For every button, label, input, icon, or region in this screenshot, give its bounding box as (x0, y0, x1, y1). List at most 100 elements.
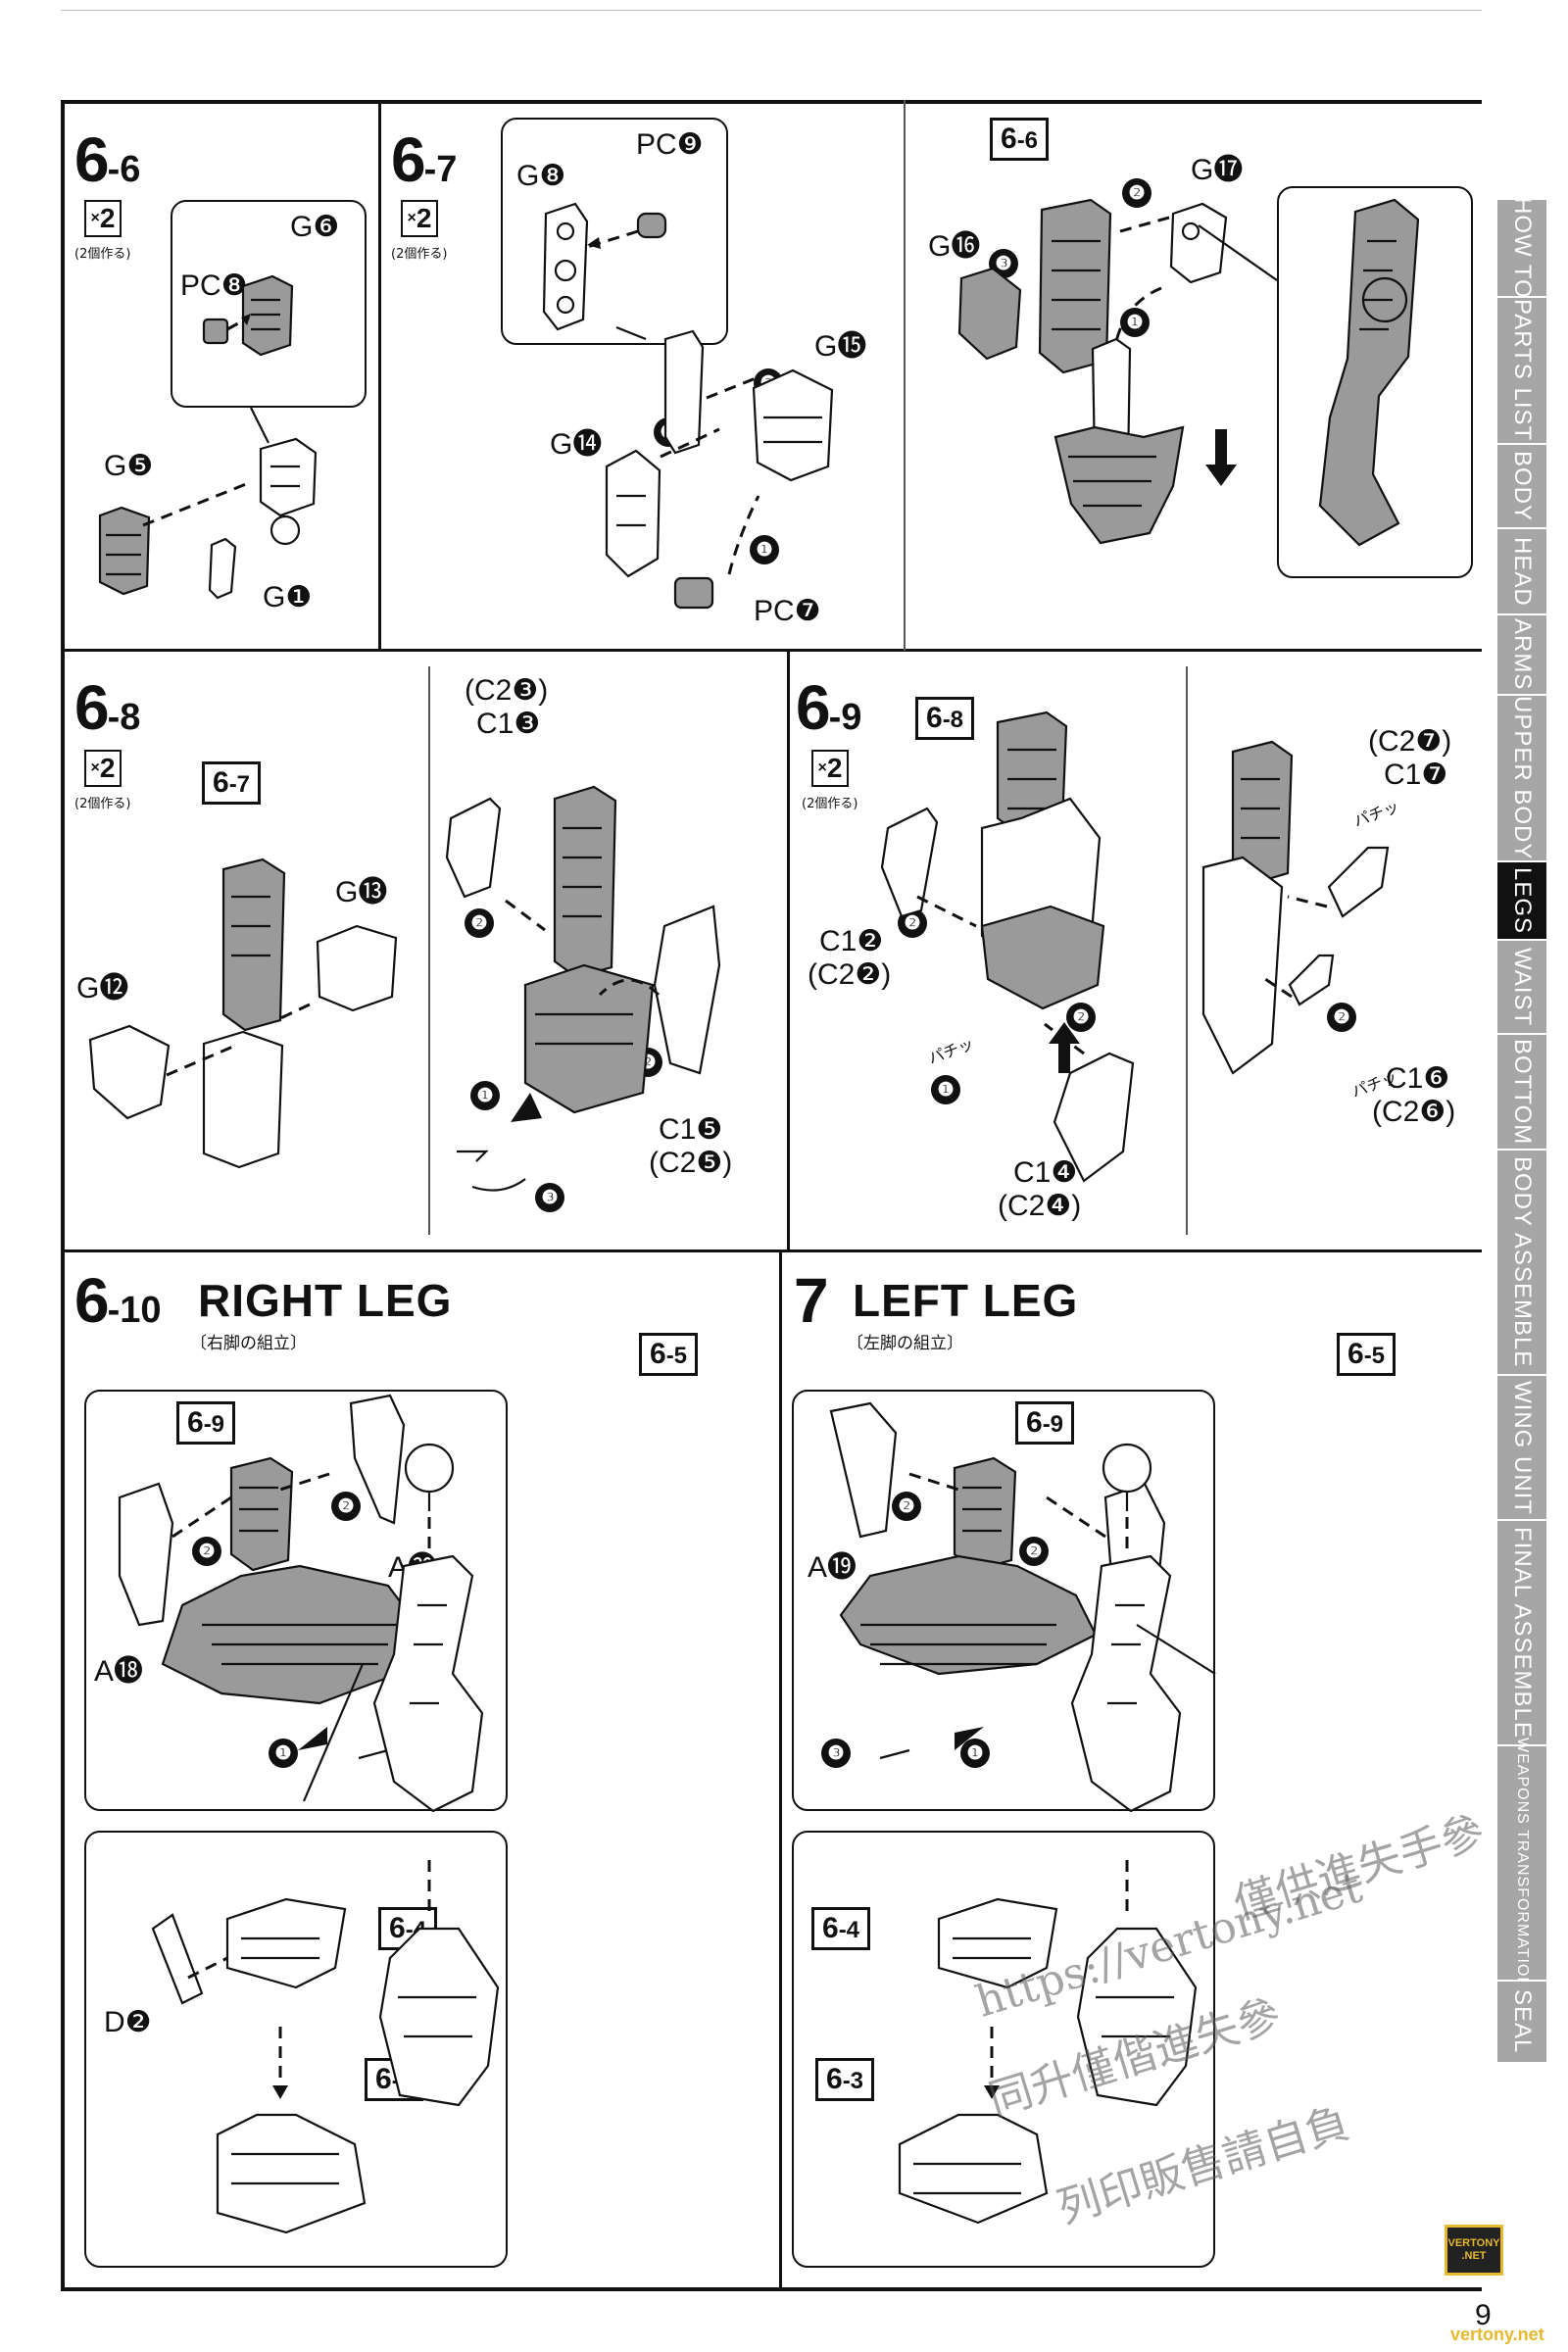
qty-times: × (407, 210, 416, 226)
order-mark-2c: ❷ (1327, 1003, 1356, 1032)
qty-times: × (817, 760, 827, 776)
order-mark-3: ❸ (821, 1739, 851, 1768)
frame-top (61, 100, 1482, 104)
qty-times: × (90, 760, 100, 776)
order-mark-1: ❶ (1120, 308, 1150, 337)
order-mark-2b: ❷ (1019, 1537, 1049, 1566)
tab-label: LEGS (1509, 866, 1536, 935)
tab-head[interactable]: HEAD (1497, 529, 1546, 615)
step-number: 7 (794, 1264, 829, 1337)
ref-minor: -3 (842, 2068, 864, 2094)
order-mark-2a: ❷ (892, 1492, 921, 1521)
part-g6: G❻ (290, 211, 340, 243)
ref-6-5: 6-5 (639, 1333, 699, 1376)
order-mark-2: ❷ (1122, 178, 1152, 208)
ref-major: 6 (650, 1338, 666, 1370)
tab-label: PARTS LIST (1509, 299, 1536, 442)
qty-count: 2 (416, 203, 432, 233)
tab-label: UPPER BODY (1509, 696, 1536, 860)
step-subtitle: 〔左脚の組立〕 (847, 1334, 963, 1353)
part-g8: G❽ (516, 160, 566, 192)
step-minor: -10 (107, 1290, 162, 1331)
parts-illustration (880, 710, 1390, 1183)
tab-legs[interactable]: LEGS (1497, 862, 1546, 941)
tab-wing-unit[interactable]: WING UNIT (1497, 1376, 1546, 1521)
part-c25: (C2❺) (649, 1147, 733, 1179)
tab-bottom[interactable]: BOTTOM (1497, 1035, 1546, 1151)
step-major: 6 (74, 1265, 110, 1336)
part-g17: G⓱ (1191, 154, 1244, 186)
quantity-badge: ×2 (811, 750, 849, 787)
tab-waist[interactable]: WAIST (1497, 941, 1546, 1035)
section-tabs: HOW TO PARTS LIST BODY HEAD ARMS UPPER B… (1497, 197, 1546, 2064)
quantity-badge: ×2 (84, 200, 122, 237)
watermark-badge-line2: .NET (1461, 2250, 1487, 2262)
step-6-7-panel: 6-7 ×2 (2個作る) G❽ PC❾ G⓯ G⓮ PC❼ ❸ ❷ ❶ (381, 104, 904, 649)
step-number: 6-8 (74, 671, 140, 744)
step-6-6-panel: 6-6 ×2 (2個作る) G❻ PC❽ G❺ G❶ (65, 104, 378, 649)
tab-weapons-transformation[interactable]: WEAPONS TRANSFORMATION (1497, 1738, 1546, 1989)
part-d2: D❷ (104, 2006, 152, 2038)
order-mark-3: ❸ (535, 1183, 564, 1212)
ref-major: 6 (1001, 122, 1017, 155)
tab-parts-list[interactable]: PARTS LIST (1497, 298, 1546, 445)
tab-body[interactable]: BODY (1497, 445, 1546, 529)
frame-left (61, 100, 65, 2291)
step-title: LEFT LEG (853, 1275, 1079, 1326)
qty-count: 2 (826, 753, 843, 783)
step-major: 6 (391, 124, 426, 195)
part-g14: G⓮ (550, 428, 603, 461)
tab-label: BOTTOM (1509, 1038, 1536, 1146)
top-rule (61, 10, 1482, 11)
order-mark-1: ❶ (750, 535, 779, 564)
parts-illustration (118, 1394, 500, 2234)
part-c16: C1❻ (1386, 1062, 1450, 1095)
quantity-note: (2個作る) (802, 797, 858, 811)
step-title: RIGHT LEG (198, 1275, 453, 1326)
order-mark-2a: ❷ (465, 908, 494, 938)
part-c26: (C2❻) (1372, 1096, 1456, 1128)
ref-minor: -5 (1363, 1343, 1386, 1369)
ref-major: 6 (213, 766, 229, 799)
tab-body-assemble[interactable]: BODY ASSEMBLE (1497, 1151, 1546, 1376)
ref-major: 6 (389, 1912, 406, 1944)
ref-major: 6 (826, 2063, 843, 2095)
tab-how-to[interactable]: HOW TO (1497, 197, 1546, 299)
step-6-10-panel: 6-10 RIGHT LEG 〔右脚の組立〕 6-5 6-9 A⓴ A⓲ ❷ ❷… (65, 1252, 779, 2287)
part-g13: G⓭ (335, 876, 388, 908)
step-6-8-panel: 6-8 ×2 (2個作る) 6-7 G⓭ G⓬ (C2❸) C1❸ C1❺ (C… (65, 652, 787, 1250)
tab-upper-body[interactable]: UPPER BODY (1497, 696, 1546, 862)
row2-divider (61, 1250, 1482, 1252)
ref-minor: -5 (665, 1343, 688, 1369)
col-divider-r1b (904, 100, 906, 651)
page-number: 9 (1475, 2299, 1492, 2331)
tab-seal[interactable]: SEAL (1497, 1982, 1546, 2064)
tab-label: BODY ASSEMBLE (1509, 1156, 1536, 1368)
tab-label: SEAL (1509, 1989, 1536, 2054)
part-c22: (C2❷) (808, 958, 892, 991)
step-minor: -7 (423, 149, 458, 190)
ref-minor: -6 (1016, 127, 1039, 154)
quantity-note: (2個作る) (391, 247, 448, 262)
tab-final-assemble[interactable]: FINAL ASSEMBLE (1497, 1521, 1546, 1746)
parts-illustration (88, 785, 721, 1192)
part-c27: (C2❼) (1368, 725, 1452, 758)
part-a18: A⓲ (94, 1655, 144, 1688)
tab-label: FINAL ASSEMBLE (1509, 1527, 1536, 1739)
step-subtitle: 〔右脚の組立〕 (190, 1334, 307, 1353)
part-c17: C1❼ (1384, 759, 1448, 791)
ref-minor: -4 (838, 1917, 860, 1943)
order-mark-1: ❶ (269, 1739, 298, 1768)
ref-6-9: 6-9 (176, 1401, 236, 1445)
detail-callout (501, 118, 728, 345)
order-mark-2a: ❷ (898, 908, 927, 938)
part-g1: G❶ (263, 581, 313, 613)
col-divider-r2a (787, 649, 790, 1250)
col-divider-r3 (779, 1250, 782, 2290)
tab-arms[interactable]: ARMS (1497, 615, 1546, 696)
quantity-note: (2個作る) (74, 797, 131, 811)
part-g16: G⓰ (928, 230, 981, 263)
step-number: 6-10 (74, 1264, 162, 1337)
part-c23: (C2❸) (465, 674, 549, 707)
watermark-badge-line1: VERTONY (1447, 2236, 1500, 2249)
